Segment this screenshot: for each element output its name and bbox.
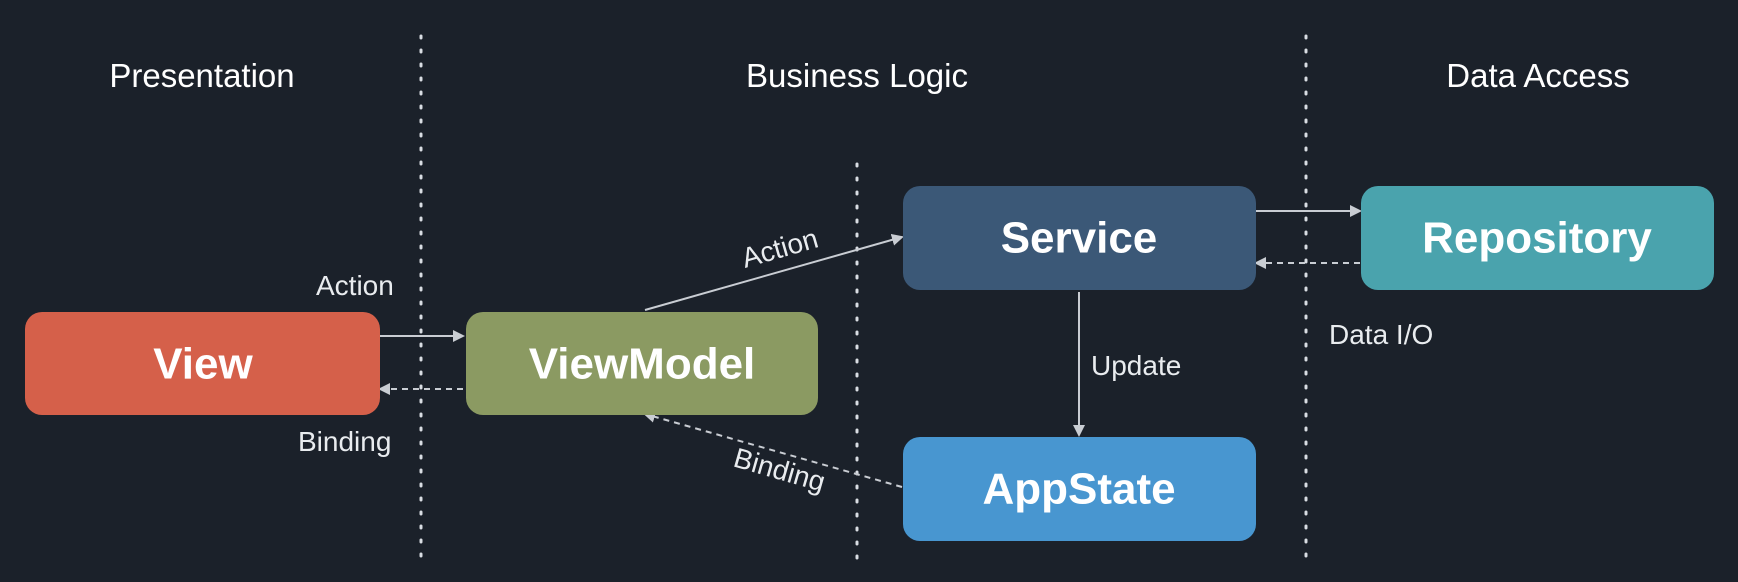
node-viewmodel-box (466, 312, 818, 415)
node-view-box (25, 312, 380, 415)
layer-title-business-logic: Business Logic (746, 57, 968, 94)
edge-label-view-action: Action (316, 270, 394, 301)
node-appstate-label: AppState (982, 465, 1175, 514)
node-view-label: View (153, 340, 253, 389)
node-appstate: AppState (903, 437, 1256, 541)
layer-title-data-access: Data Access (1446, 57, 1629, 94)
node-appstate-box (903, 437, 1256, 541)
edge-label-service-update: Update (1091, 350, 1181, 381)
node-viewmodel-label: ViewModel (529, 340, 756, 389)
node-repository-box (1361, 186, 1714, 290)
edge-label-appstate-binding: Binding (730, 442, 828, 498)
node-service: Service (903, 186, 1256, 290)
node-view: View (25, 312, 380, 415)
node-repository: Repository (1361, 186, 1714, 290)
node-repository-label: Repository (1422, 214, 1652, 263)
edge-label-viewmodel-action: Action (738, 223, 821, 274)
layer-title-presentation: Presentation (109, 57, 294, 94)
edge-label-view-binding: Binding (298, 426, 391, 457)
edge-appstate-to-viewmodel (643, 410, 903, 488)
edge-label-data-io: Data I/O (1329, 319, 1433, 350)
node-service-label: Service (1001, 214, 1158, 263)
node-viewmodel: ViewModel (466, 312, 818, 415)
node-service-box (903, 186, 1256, 290)
edge-viewmodel-to-service (644, 233, 904, 311)
